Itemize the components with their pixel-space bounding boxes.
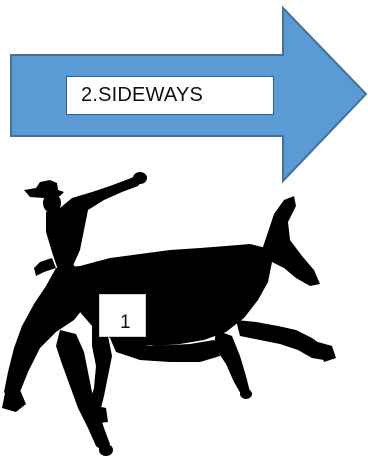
bucking-horse-rider-icon — [2, 172, 336, 456]
number-label: 1 — [99, 294, 146, 337]
sideways-label: 2.SIDEWAYS — [66, 76, 274, 115]
